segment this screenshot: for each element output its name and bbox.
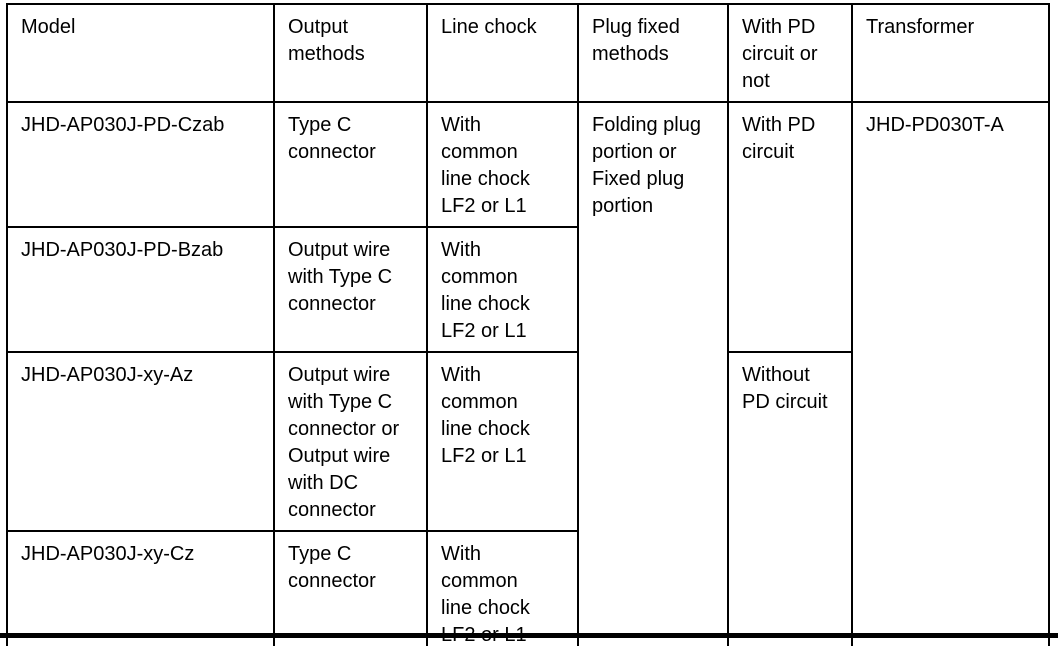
cell-transformer: JHD-PD030T-A [851,101,1050,646]
header-cell-output: Output methods [273,3,428,103]
table-row: JHD-AP030J-PD-Czab Type C connector With… [6,101,1050,646]
spec-table: Model Output methods Line chock Plug fix… [6,3,1050,646]
cell-without-pd-circuit: Without PD circuit [727,351,853,646]
cell-line-chock: With common line chock LF2 or L1 [426,530,579,646]
cell-line-chock: With common line chock LF2 or L1 [426,226,579,353]
cell-model: JHD-AP030J-xy-Cz [6,530,275,646]
cell-model: JHD-AP030J-PD-Czab [6,101,275,228]
bottom-rule [0,633,1058,638]
header-cell-model: Model [6,3,275,103]
cell-output: Type C connector [273,530,428,646]
cell-line-chock: With common line chock LF2 or L1 [426,351,579,532]
header-row: Model Output methods Line chock Plug fix… [6,3,1050,103]
cell-model: JHD-AP030J-xy-Az [6,351,275,532]
cell-plug-fixed-methods: Folding plug portion or Fixed plug porti… [577,101,729,646]
cell-output: Output wire with Type C connector [273,226,428,353]
header-cell-pd-circuit: With PD circuit or not [727,3,853,103]
cell-model: JHD-AP030J-PD-Bzab [6,226,275,353]
table-row: JHD-AP030J-xy-Az Output wire with Type C… [6,351,1049,646]
table-row: JHD-AP030J-PD-Bzab Output wire with Type… [6,226,1049,353]
cell-output: Output wire with Type C connector or Out… [273,351,428,532]
table-row: JHD-AP030J-xy-Cz Type C connector With c… [6,530,1049,646]
header-cell-line-chock: Line chock [426,3,579,103]
cell-with-pd-circuit: With PD circuit [727,101,853,353]
header-cell-plug-fixed: Plug fixed methods [577,3,729,103]
cell-output: Type C connector [273,101,428,228]
header-cell-transformer: Transformer [851,3,1050,103]
cell-line-chock: With common line chock LF2 or L1 [426,101,579,228]
